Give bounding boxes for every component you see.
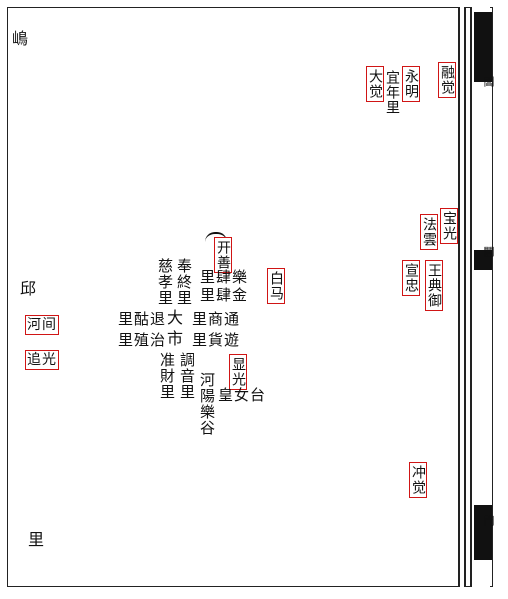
label-fayun[interactable]: 法雲 — [420, 214, 438, 250]
left-edge-top-glyph: 嶋 — [12, 29, 30, 48]
center-col-8: 皇女台 — [218, 386, 267, 404]
center-da: 大 — [167, 308, 185, 327]
road-curve — [205, 232, 227, 242]
center-col-6: 調音里 — [178, 352, 196, 400]
center-col-4: 里肆金 — [200, 286, 249, 304]
center-col-2: 奉終里 — [175, 258, 193, 306]
left-edge-bottom-glyph: 里 — [28, 530, 46, 549]
center-col-3: 里肆樂 — [200, 268, 249, 286]
label-chongjue[interactable]: 冲觉 — [409, 462, 427, 498]
label-baoguang[interactable]: 宝光 — [440, 208, 458, 244]
center-col-5: 准財里 — [158, 352, 176, 400]
label-baima[interactable]: 白马 — [267, 268, 285, 304]
label-xianguang[interactable]: 显光 — [229, 354, 247, 390]
center-col-1: 慈孝里 — [156, 258, 174, 306]
center-col-7: 河陽樂谷 — [198, 372, 216, 436]
outer-city-wall — [458, 7, 466, 587]
gate-tower-middle — [474, 250, 492, 270]
gate-label-south: 門 — [482, 515, 495, 526]
label-yongming[interactable]: 永明 — [402, 66, 420, 102]
label-hejian[interactable]: 河间 — [25, 315, 59, 335]
center-shi: 市 — [167, 329, 185, 348]
inner-city-wall — [470, 7, 490, 587]
center-line-left-1: 里酤退 — [118, 310, 167, 328]
label-xuanzhong[interactable]: 宣忠 — [402, 260, 420, 296]
center-line-right-1: 里商通 — [192, 310, 241, 328]
left-edge-mid-glyph: 邱 — [20, 279, 38, 298]
label-kaishan[interactable]: 开善 — [214, 237, 232, 273]
label-yiren-li: 宜年里 — [384, 70, 400, 115]
gate-tower-north — [474, 12, 492, 82]
label-dajue[interactable]: 大觉 — [366, 66, 384, 102]
label-wang-dian-yu[interactable]: 王典御 — [425, 260, 443, 311]
gate-label-middle: 闔 — [482, 246, 495, 257]
center-line-left-2: 里殖治 — [118, 331, 167, 349]
gate-label-north: 閶 — [482, 76, 495, 87]
map-frame — [7, 7, 493, 587]
label-rongjue[interactable]: 融觉 — [438, 62, 456, 98]
center-line-right-2: 里貨遊 — [192, 331, 241, 349]
label-zhuiguang[interactable]: 追光 — [25, 350, 59, 370]
gate-tower-south — [474, 505, 492, 560]
